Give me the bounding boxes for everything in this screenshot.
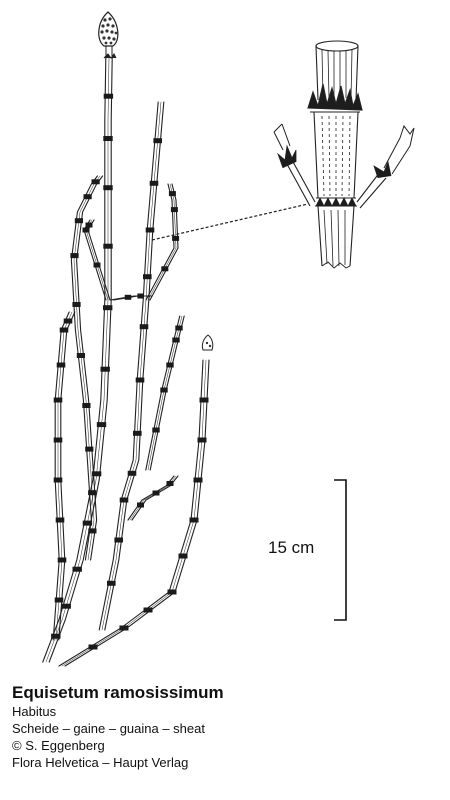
stem-sheath-node (197, 437, 207, 443)
stem-sheath-node (100, 366, 110, 372)
stem-sheath-node (74, 218, 84, 224)
stem-outline (58, 359, 204, 667)
stem-sheath-node (149, 180, 159, 186)
stem-sheath-node (82, 227, 90, 233)
stem-sheath-node (76, 353, 86, 358)
stem-sheath-node (119, 497, 129, 503)
stem-sheath-node (103, 136, 113, 141)
stem-sheath-node (168, 191, 176, 197)
author-credit: © S. Eggenberg (12, 738, 105, 753)
stem-sheath-node (57, 557, 67, 563)
stem-sheath-node (72, 302, 81, 307)
stem-sheath-node (88, 490, 97, 496)
stem-sheath-node (72, 566, 82, 572)
stem-sheath-node (133, 430, 142, 436)
stem-sheath-node (83, 194, 92, 200)
stem-sheath-node (153, 138, 162, 144)
stem-sheath-node (193, 477, 203, 483)
stem-sheath-node (88, 528, 97, 534)
stem-sheath-node (70, 253, 79, 259)
stem-sheath-node (53, 397, 63, 403)
stem-sheath-node (114, 537, 124, 543)
stem-sheath-node (59, 327, 69, 333)
stem-sheath-node (145, 227, 155, 233)
stem-sheath-node (152, 490, 160, 496)
stem-sheath-node (54, 597, 64, 603)
stem-outline (70, 175, 98, 561)
stem-sheath-node (91, 471, 102, 477)
stem-sheath-node (53, 437, 63, 443)
stem-sheath-node (85, 446, 94, 452)
stem-sheath-node (127, 470, 137, 476)
stem-drawing (42, 57, 210, 667)
stem-sheath-node (143, 274, 152, 280)
scale-bar (334, 479, 347, 621)
sheath-detail (273, 40, 415, 269)
stem-sheath-node (82, 403, 91, 408)
part-label: Scheide – gaine – guaina – sheat (12, 721, 205, 736)
figure-caption: Equisetum ramosissimum Habitus Scheide –… (12, 682, 442, 771)
stem-sheath-node (189, 517, 199, 523)
stem-sheath-node (139, 324, 149, 330)
stem-outline (42, 57, 107, 663)
stem-sheath-node (55, 517, 65, 523)
stem-sheath-node (172, 337, 180, 343)
stem-sheath-node (103, 93, 114, 99)
stem-sheath-node (53, 477, 63, 483)
view-label: Habitus (12, 704, 57, 719)
stem-sheath-node (56, 362, 66, 368)
stem-sheath-node (107, 580, 116, 586)
stem-nodes (51, 93, 209, 650)
stem-sheath-node (85, 222, 93, 228)
stem-sheath-node (51, 633, 61, 639)
stem-sheath-node (166, 481, 174, 486)
stem-sheath-node (143, 607, 153, 613)
stem-sheath-node (96, 422, 107, 428)
stem-sheath-node (91, 179, 100, 185)
stem-sheath-node (152, 427, 160, 433)
stem-sheath-node (88, 644, 98, 650)
stem-sheath-node (63, 318, 73, 324)
stem-outline (48, 57, 113, 663)
botanical-illustration (42, 11, 415, 667)
stem-rib (73, 175, 101, 561)
detail-leader-line (151, 203, 309, 241)
stem-sheath-node (82, 520, 93, 526)
stem-sheath-node (166, 362, 174, 368)
scale-bar-label: 15 cm (268, 538, 315, 557)
stem-sheath-node (160, 387, 168, 393)
stem-sheath-node (161, 266, 169, 272)
stem-sheath-node (199, 397, 209, 403)
stem-sheath-node (135, 377, 145, 383)
publisher-credit: Flora Helvetica – Haupt Verlag (12, 755, 189, 770)
strobilus-cone (98, 11, 119, 59)
species-name: Equisetum ramosissimum (12, 683, 224, 702)
stem-sheath-node (124, 294, 132, 300)
stem-rib (111, 295, 151, 301)
stem-sheath-node (61, 603, 71, 609)
stem-sheath-node (137, 502, 144, 508)
stem-sheath-node (137, 293, 144, 299)
stem-sheath-node (103, 305, 113, 311)
stem-sheath-node (119, 625, 129, 631)
stem-sheath-node (167, 589, 177, 595)
stem-sheath-node (170, 207, 178, 213)
stem-sheath-node (93, 262, 101, 268)
stem-sheath-node (175, 325, 183, 331)
stem-outline (76, 175, 104, 561)
stem-rib (45, 57, 110, 663)
stem-sheath-node (172, 235, 180, 241)
stem-sheath-node (103, 185, 113, 191)
stem-outline (87, 219, 111, 301)
small-cone (201, 334, 214, 351)
stem-sheath-node (178, 553, 188, 559)
stem-sheath-node (103, 243, 113, 249)
